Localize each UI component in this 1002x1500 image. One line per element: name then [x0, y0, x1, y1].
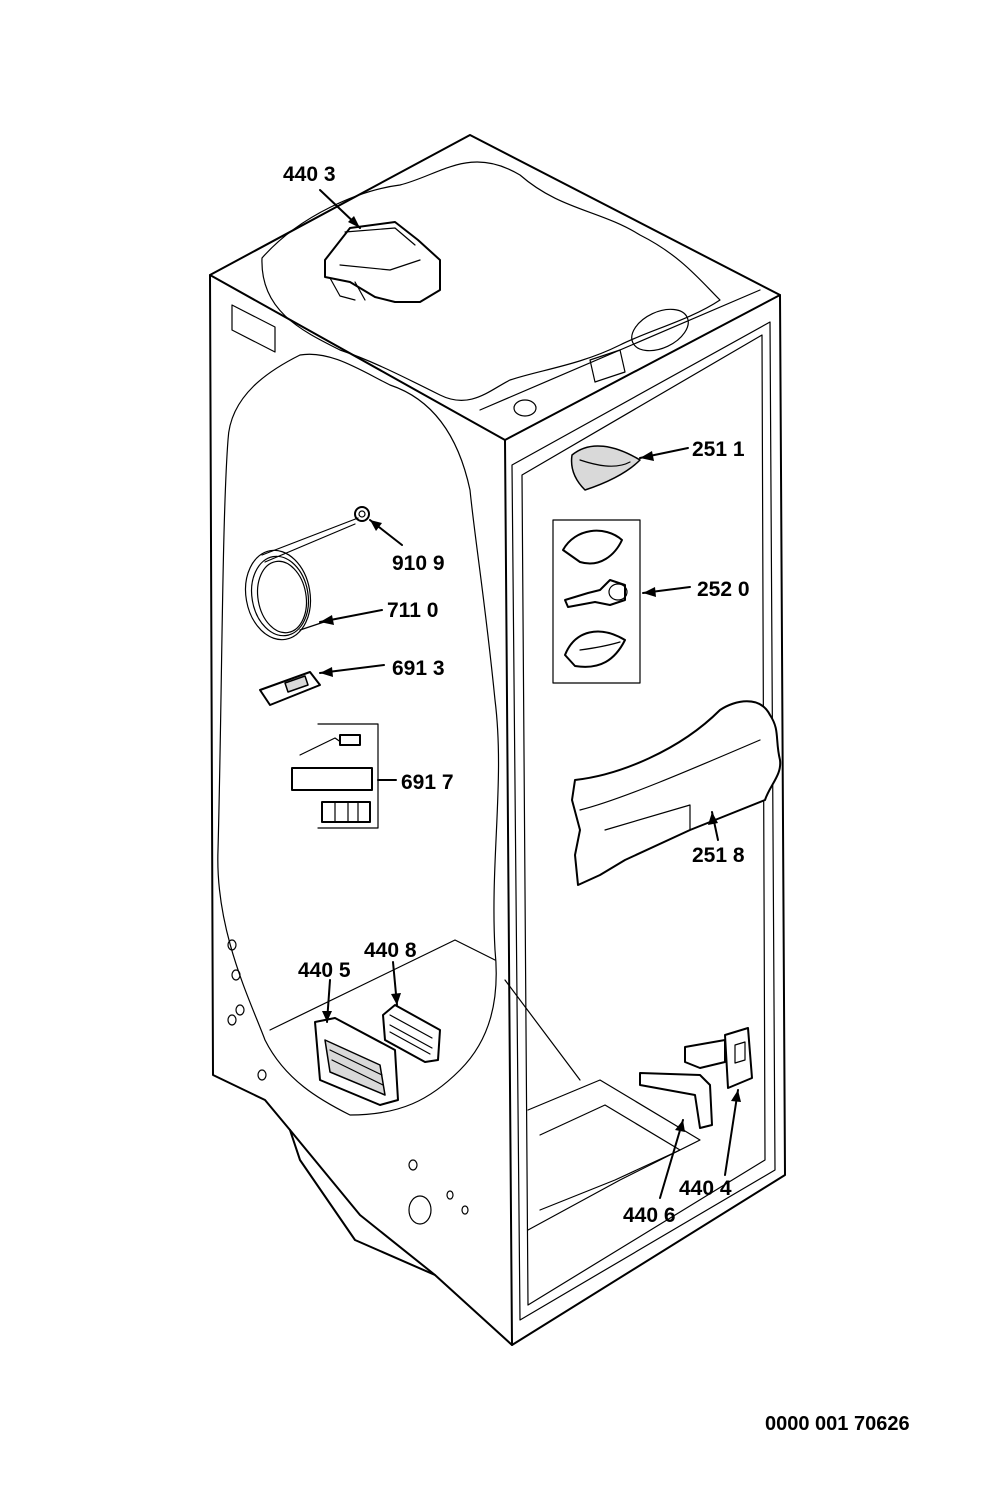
label-2511: 251 1: [692, 438, 745, 461]
label-6913: 691 3: [392, 657, 445, 680]
document-number: 0000 001 70626: [765, 1413, 910, 1435]
part-4405-panel: [314, 1017, 399, 1106]
top-left-vent: [231, 304, 276, 353]
part-4406-bracket: [639, 1072, 713, 1129]
cabinet-top-front-edge: [209, 274, 506, 441]
label-2518: 251 8: [692, 844, 745, 867]
part-6913-sensor: [259, 671, 321, 706]
part-4408-filter: [382, 1004, 441, 1063]
top-hole: [513, 399, 537, 417]
refrigerator-cabinet: [209, 134, 786, 1346]
part-9109-nut: [354, 506, 370, 522]
part-4404-bracket: [684, 1027, 753, 1089]
part-2520-group: [552, 519, 641, 684]
label-7110: 711 0: [387, 599, 438, 622]
fresh-food-opening: [511, 321, 776, 1321]
part-2518-bracket: [571, 700, 782, 886]
fresh-food-bottom: [527, 1079, 701, 1231]
side-holes: [227, 939, 469, 1225]
freezer-liner-outline: [217, 353, 500, 1116]
part-6917-group: [291, 723, 379, 829]
label-9109: 910 9: [392, 552, 445, 575]
freezer-floor: [269, 939, 496, 1031]
part-4403-module: [324, 221, 441, 303]
label-4405: 440 5: [298, 959, 351, 982]
label-4403: 440 3: [283, 163, 336, 186]
cabinet-bottom-left: [289, 1129, 436, 1276]
label-4404: 440 4: [679, 1177, 732, 1200]
label-4406: 440 6: [623, 1204, 676, 1227]
part-7110-coil: [244, 517, 359, 641]
cabinet-top-right-edge: [504, 294, 781, 441]
part-labels: 440 3 251 1 910 9 711 0 252 0 691 3 691 …: [283, 163, 750, 1227]
cabinet-front-right-edge: [504, 439, 513, 1346]
label-2520: 252 0: [697, 578, 750, 601]
leader-lines: [319, 189, 741, 1199]
label-6917: 691 7: [401, 771, 454, 794]
top-surface-cutout: [261, 161, 721, 401]
top-oval-opening: [631, 308, 689, 352]
label-4408: 440 8: [364, 939, 417, 962]
part-2511-cover: [570, 445, 641, 491]
